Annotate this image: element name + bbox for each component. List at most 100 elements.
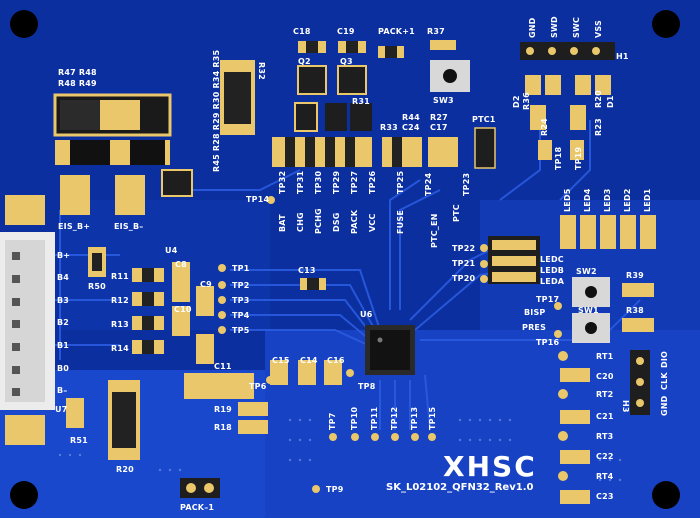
label-h3-clk: CLK (660, 372, 669, 390)
top-caps (298, 40, 456, 58)
label-pin-b1: B1 (57, 341, 70, 350)
label-r36: R36 (522, 92, 531, 110)
label-tp32: TP32 (278, 170, 287, 194)
label-h1-vss: VSS (594, 20, 603, 38)
ptc1-header (474, 127, 496, 169)
label-h1-swc: SWC (572, 16, 581, 38)
label-led4: LED4 (583, 188, 592, 212)
pack-minus-header (180, 478, 220, 498)
label-tp31: TP31 (296, 170, 305, 194)
label-c18: C18 (293, 27, 311, 36)
label-tp19: TP19 (574, 146, 583, 170)
label-tp15: TP15 (428, 406, 437, 430)
label-r18: R18 (214, 423, 232, 432)
sw3-button (430, 60, 470, 92)
label-r23: R23 (594, 118, 603, 136)
label-tp27: TP27 (350, 170, 359, 194)
label-tp16: TP16 (536, 338, 560, 347)
label-tp26: TP26 (368, 170, 377, 194)
label-eis-bp: EIS_B+ (58, 222, 91, 231)
sw2-button (572, 277, 610, 307)
bottom-caps (270, 360, 342, 385)
label-r45-r35: R45 R28 R29 R30 R34 R35 (212, 49, 221, 172)
label-net-bat: BAT (278, 214, 287, 232)
label-r19: R19 (214, 405, 232, 414)
label-tp7: TP7 (328, 412, 337, 431)
label-led2: LED2 (623, 188, 632, 212)
label-h1: H1 (616, 52, 629, 61)
label-net-chg: CHG (296, 212, 305, 232)
label-tp10: TP10 (350, 406, 359, 430)
sw1-button (572, 313, 610, 343)
q2-chip (297, 65, 327, 95)
r39-resistor (622, 283, 654, 297)
via-dots (58, 418, 622, 482)
label-net-vcc: VCC (368, 213, 377, 232)
label-tp17: TP17 (536, 295, 560, 304)
label-h1-swd: SWD (550, 16, 559, 38)
label-r47-r48: R47 R48 (58, 68, 97, 77)
label-tp22: TP22 (452, 244, 476, 253)
mounting-holes (10, 10, 680, 509)
label-h3: H3 (621, 400, 630, 413)
label-c9: C9 (200, 280, 212, 289)
q3-chip (337, 65, 367, 95)
label-leda: LEDA (540, 277, 565, 286)
label-r20: R20 (594, 90, 603, 108)
label-r27: R27 (430, 113, 448, 122)
label-r12: R12 (111, 296, 129, 305)
thermistor-column (558, 351, 590, 504)
label-c14: C14 (300, 356, 318, 365)
board-name: SK_L02102_QFN32_Rev1.0 (386, 482, 534, 493)
label-c24: C24 (402, 123, 420, 132)
brand-logo: XHSC (443, 450, 537, 483)
label-rt3: RT3 (596, 432, 614, 441)
label-tp9: TP9 (326, 485, 344, 494)
label-pres: PRES (522, 323, 547, 332)
label-net-pchg: PCHG (314, 208, 323, 234)
label-d2: D2 (512, 95, 521, 108)
label-tp2: TP2 (232, 281, 250, 290)
label-rt4: RT4 (596, 472, 614, 481)
label-c17: C17 (430, 123, 448, 132)
label-u6: U6 (360, 310, 373, 319)
label-led5: LED5 (563, 188, 572, 212)
label-d1: D1 (606, 95, 615, 108)
label-tp13: TP13 (410, 406, 419, 430)
h3-header (630, 350, 650, 415)
sensor-chip (161, 169, 193, 197)
q-chip-small (294, 102, 318, 132)
r31b-chip (350, 103, 372, 131)
label-tp1: TP1 (232, 264, 250, 273)
label-r38: R38 (626, 306, 644, 315)
r31-chip (325, 103, 347, 131)
label-u7: U7 (55, 405, 68, 414)
label-c15: C15 (272, 356, 290, 365)
label-r31: R31 (352, 97, 370, 106)
label-tp14: TP14 (246, 195, 270, 204)
label-pin-b2: B2 (57, 318, 70, 327)
label-tp20: TP20 (452, 274, 476, 283)
battery-connector (0, 232, 55, 410)
label-c22: C22 (596, 452, 614, 461)
label-pin-b3: B3 (57, 296, 70, 305)
r19-r18 (238, 402, 268, 434)
label-tp12: TP12 (390, 406, 399, 430)
r38-resistor (622, 318, 654, 332)
label-net-pack: PACK (350, 209, 359, 234)
label-net-dsg: DSG (332, 212, 341, 232)
test-points (218, 196, 562, 493)
label-r39: R39 (626, 271, 644, 280)
label-rt2: RT2 (596, 390, 614, 399)
label-tp29: TP29 (332, 170, 341, 194)
label-c10: C10 (174, 305, 192, 314)
h1-header (520, 42, 615, 60)
label-tp8: TP8 (358, 382, 376, 391)
label-h1-gnd: GND (528, 17, 537, 38)
label-ptc: PTC (452, 204, 461, 222)
label-tp6: TP6 (249, 382, 267, 391)
label-ledb: LEDB (540, 266, 565, 275)
label-r14: R14 (111, 344, 129, 353)
led-select-header (488, 236, 540, 284)
